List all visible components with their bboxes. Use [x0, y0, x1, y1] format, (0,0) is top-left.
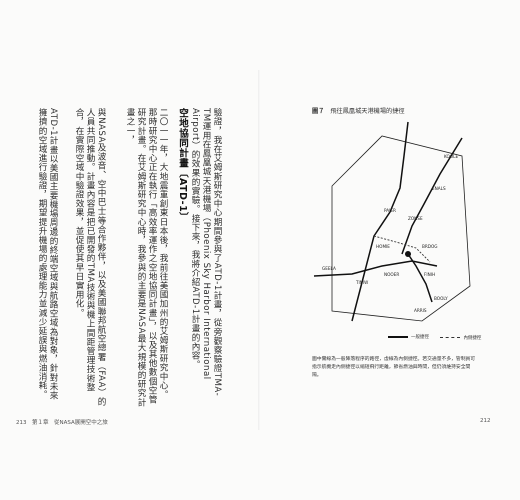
route-west-north — [351, 121, 409, 322]
body-paragraph-2: 與NASA及波音、空中巴士等合作夥伴，以及美國聯邦航空總署（FAA）的人員共同推… — [74, 108, 106, 407]
map-label: ZONSE — [408, 216, 423, 221]
left-page-folio: 213 第１章 從NASA展開空中之旅 — [16, 420, 108, 426]
map-legend: 一般捷徑 內側捷徑 — [388, 334, 491, 341]
right-page — [260, 0, 520, 500]
route-inner-shortcut — [373, 235, 431, 263]
legend-primary-label: 一般捷徑 — [411, 335, 429, 340]
map-label: BOOLY — [434, 296, 448, 301]
figure-label: 圖７ — [312, 108, 325, 115]
body-paragraph-1: 二〇一一年，大地震重創東日本後，我前往美國加州的艾姆斯研究中心。那時研究中心正在… — [125, 108, 168, 407]
legend-solid-line — [388, 336, 408, 338]
legend-secondary-label: 內側捷徑 — [463, 335, 482, 341]
map-label: NOOER — [384, 272, 399, 277]
route-south — [407, 253, 433, 303]
legend-dashed-line — [440, 337, 461, 338]
intro-paragraph: 驗證，我在艾姆斯研究中心期間參與了ATD-1計畫，從旁觀察驗證TMA-TM運用在… — [190, 108, 222, 397]
map-label: KOOLE — [444, 154, 458, 159]
map-label: FINIH — [424, 272, 435, 277]
body-paragraph-3: ATD-1計畫以美國主要機場周邊的終端空域與航路空域為對象，針對未來擁擠的空域進… — [37, 108, 58, 401]
legend-secondary-route: 內側捷徑 — [440, 335, 481, 341]
route-map-svg: PAIER ENALS KOOLE GEELA BRDOG FINIH ZONS… — [313, 121, 471, 322]
route-map-figure: PAIER ENALS KOOLE GEELA BRDOG FINIH ZONS… — [312, 116, 477, 332]
figure-title: 圖７ 飛往鳳凰城天港機場的捷徑 — [312, 106, 405, 115]
map-label: PAIER — [384, 208, 396, 213]
map-label: HOMIE — [376, 244, 390, 249]
map-label: ARRIS — [414, 308, 427, 313]
legend-primary-route: 一般捷徑 — [388, 334, 429, 340]
map-label: TINIW — [355, 280, 368, 285]
section-heading: 空地協同計畫〔ATD-1〕 — [177, 108, 188, 223]
route-west — [313, 260, 438, 277]
right-page-folio: 212 — [480, 418, 491, 424]
figure-title-text: 飛往鳳凰城天港機場的捷徑 — [330, 108, 405, 115]
book-gutter — [258, 70, 261, 430]
map-label: ENALS — [432, 186, 446, 191]
map-label: GEELA — [322, 266, 336, 271]
airport-marker — [405, 251, 411, 257]
map-label: BRDOG — [422, 244, 438, 249]
airspace-boundary — [331, 135, 471, 322]
route-northeast — [401, 137, 463, 255]
figure-caption: 圖中實線為一般降落程序的路徑，虛線為內側捷徑。若交通量不多，管制員可指示航機走內… — [312, 357, 476, 378]
left-page: 驗證，我在艾姆斯研究中心期間參與了ATD-1計畫，從旁觀察驗證TMA-TM運用在… — [16, 108, 222, 426]
